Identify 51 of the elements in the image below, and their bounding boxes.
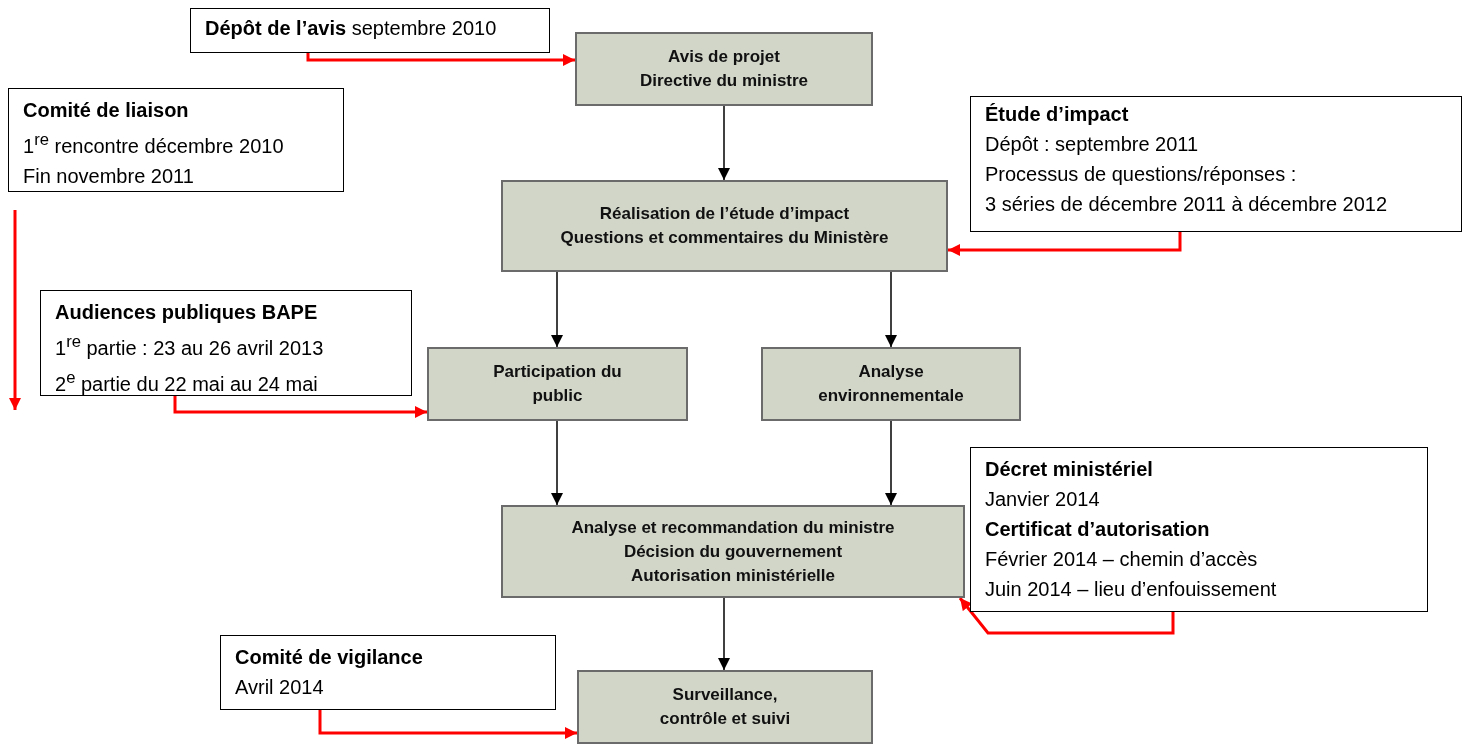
arrow <box>718 105 730 181</box>
process-label: Autorisation ministérielle <box>629 564 836 587</box>
note-box <box>970 96 1462 232</box>
note-box <box>220 635 556 710</box>
process-box <box>761 347 1021 421</box>
note-text: 1$^{re}$ rencontre décembre 2010 <box>23 129 285 159</box>
note-text: Dépôt de l’avis septembre 2010 <box>205 16 498 41</box>
process-label: Directive du ministre <box>638 70 810 92</box>
note-text: 3 séries de décembre 2011 à décembre 2012 <box>985 192 1389 217</box>
note-box <box>190 8 550 53</box>
process-box <box>501 180 948 272</box>
arrow <box>173 396 427 418</box>
process-box <box>427 347 688 421</box>
process-box <box>577 670 873 744</box>
note-heading: Audiences publiques BAPE <box>55 300 319 325</box>
note-text: Avril 2014 <box>235 675 325 700</box>
process-label: Avis de projet <box>667 46 781 68</box>
note-box <box>40 290 412 396</box>
note-box <box>970 447 1428 612</box>
arrow <box>718 597 730 671</box>
note-heading: Certificat d’autorisation <box>985 517 1211 542</box>
arrow <box>885 271 897 348</box>
arrow <box>958 597 1175 635</box>
process-label: Analyse environnementale <box>817 361 965 407</box>
note-text: Fin novembre 2011 <box>23 163 195 189</box>
note-text: 1$^{re}$ partie : 23 au 26 avril 2013 <box>55 331 325 361</box>
process-label: Surveillance, contrôle et suivi <box>658 684 792 730</box>
note-text: Février 2014 – chemin d’accès <box>985 547 1259 572</box>
note-text: Juin 2014 – lieu d’enfouissement <box>985 577 1278 602</box>
process-box <box>501 505 965 598</box>
note-text: Processus de questions/réponses : <box>985 162 1298 187</box>
process-label: Réalisation de l’étude d’impact <box>598 203 851 225</box>
process-label: Participation du public <box>492 361 623 407</box>
arrow <box>551 420 563 506</box>
process-label: Analyse et recommandation du ministre <box>570 516 896 539</box>
note-box <box>8 88 344 192</box>
note-text: 2$^{e}$ partie du 22 mai au 24 mai <box>55 366 319 397</box>
note-heading: Comité de vigilance <box>235 645 424 670</box>
process-label: Questions et commentaires du Ministère <box>559 227 890 249</box>
note-heading: Étude d’impact <box>985 102 1130 127</box>
note-heading: Décret ministériel <box>985 457 1154 482</box>
note-heading: Comité de liaison <box>23 98 190 123</box>
process-label: Décision du gouvernement <box>622 540 844 563</box>
note-text: Janvier 2014 <box>985 487 1101 512</box>
arrow <box>885 420 897 506</box>
arrow <box>318 710 577 739</box>
note-text: Dépôt : septembre 2011 <box>985 132 1200 157</box>
process-box <box>575 32 873 106</box>
arrow <box>948 232 1182 256</box>
arrow <box>551 271 563 348</box>
arrow <box>306 53 575 66</box>
